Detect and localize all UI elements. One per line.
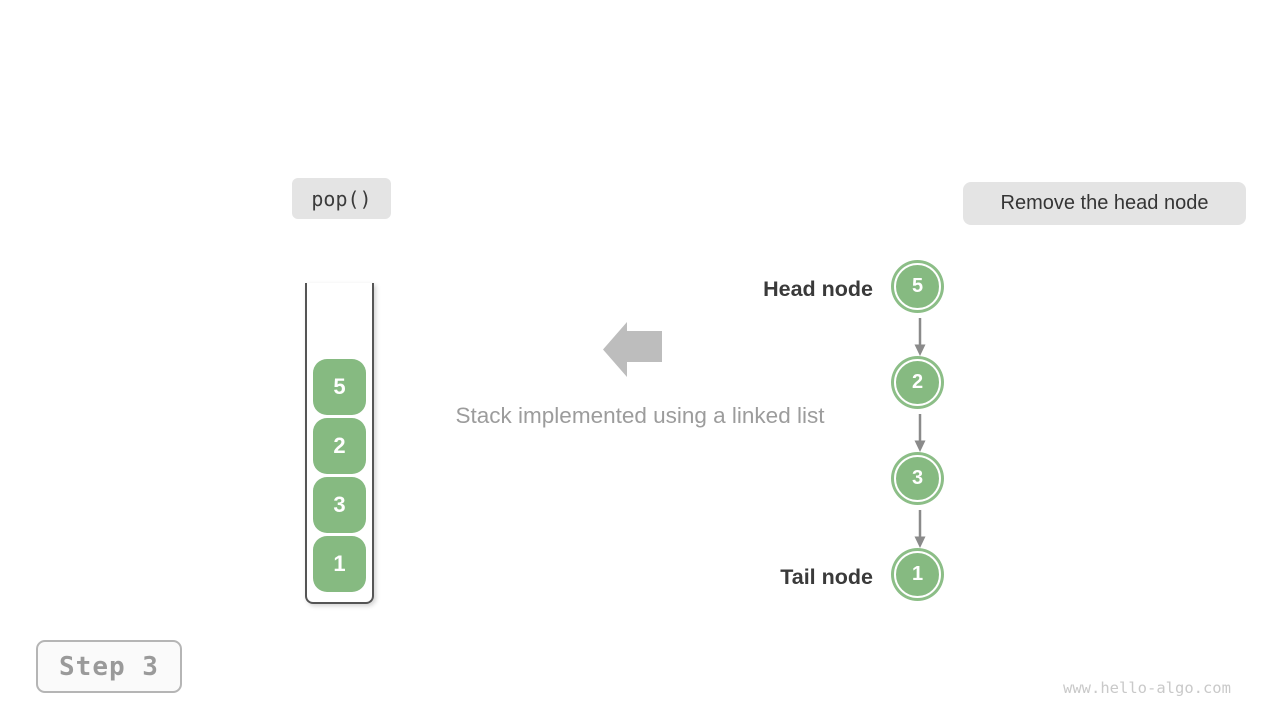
down-arrow-connector-icon (914, 510, 926, 548)
remove-head-annotation: Remove the head node (963, 182, 1246, 225)
head-node-label: Head node (763, 277, 873, 301)
stack-item-3: 3 (313, 477, 366, 533)
pop-operation-label: pop() (292, 178, 391, 219)
linked-list-node-3: 3 (894, 455, 941, 502)
tail-node-label: Tail node (780, 565, 873, 589)
linked-list-node-1: 1 (894, 551, 941, 598)
linked-list-node-2: 2 (894, 359, 941, 406)
watermark-text: www.hello-algo.com (1063, 679, 1231, 697)
linked-list-node-5: 5 (894, 263, 941, 310)
stack-container: 5 2 3 1 (305, 283, 374, 604)
down-arrow-connector-icon (914, 414, 926, 452)
caption-text: Stack implemented using a linked list (455, 403, 825, 428)
stack-item-2: 2 (313, 418, 366, 474)
step-badge: Step 3 (36, 640, 182, 693)
down-arrow-connector-icon (914, 318, 926, 356)
stack-item-5: 5 (313, 359, 366, 415)
stack-item-1: 1 (313, 536, 366, 592)
left-block-arrow-icon (603, 322, 662, 377)
